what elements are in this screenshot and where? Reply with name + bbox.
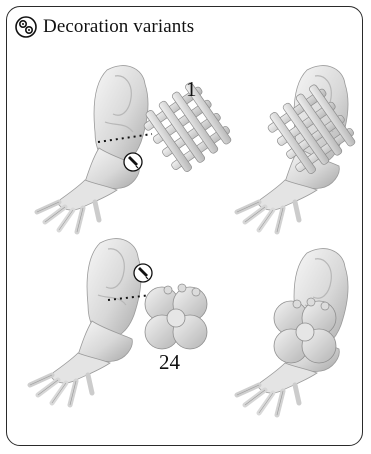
arm-model-step-1 bbox=[37, 66, 148, 232]
step-number-1: 1 bbox=[186, 77, 197, 101]
step-number-24: 24 bbox=[159, 350, 181, 374]
arm-model-step-24 bbox=[30, 239, 141, 405]
step-24-result-group bbox=[237, 249, 348, 415]
round-flower-attached bbox=[274, 298, 336, 363]
round-flower-decoration bbox=[145, 284, 207, 349]
step-24-group: 24 bbox=[30, 239, 207, 405]
glue-applicator-icon bbox=[124, 153, 142, 171]
step-1-result-group bbox=[237, 66, 359, 232]
glue-applicator-icon-24 bbox=[134, 264, 152, 282]
step-1-group: 1 bbox=[37, 66, 235, 232]
